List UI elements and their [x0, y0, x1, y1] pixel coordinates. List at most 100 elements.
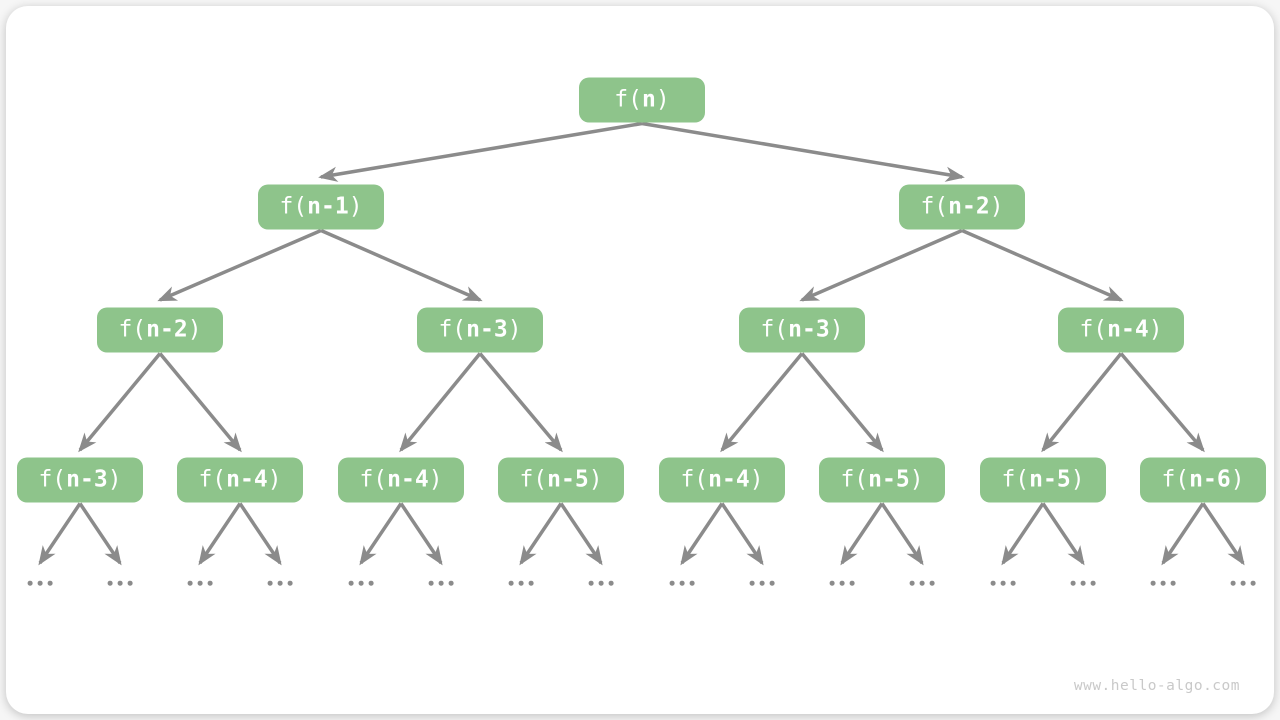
node-label-post: )	[107, 466, 122, 493]
ellipsis-dot-icon	[448, 580, 454, 586]
ellipsis-dots	[1070, 580, 1096, 586]
tree-node: f(n-4)	[177, 457, 303, 503]
node-label-post: )	[829, 316, 844, 343]
node-label-pre: f(	[760, 316, 789, 343]
tree-node: f(n-4)	[659, 457, 785, 503]
edge-arrow	[1041, 352, 1123, 453]
node-label-arg: n-3	[66, 466, 108, 493]
ellipsis-dot-icon	[47, 580, 53, 586]
node-label-post: )	[267, 466, 282, 493]
ellipsis-dot-icon	[127, 580, 133, 586]
node-label-post: )	[428, 466, 443, 493]
ellipsis-dot-icon	[608, 580, 614, 586]
ellipsis-dot-icon	[348, 580, 354, 586]
ellipsis-dot-icon	[117, 580, 123, 586]
ellipsis-dot-icon	[909, 580, 915, 586]
edge-arrow	[198, 502, 242, 566]
node-label-arg: n-5	[547, 466, 589, 493]
node-label-pre: f(	[198, 466, 227, 493]
watermark: www.hello-algo.com	[1073, 678, 1240, 694]
ellipsis-dot-icon	[1230, 580, 1236, 586]
node-label-post: )	[1230, 466, 1245, 493]
node-label-pre: f(	[840, 466, 869, 493]
node-label-pre: f(	[519, 466, 548, 493]
ellipsis-dots	[669, 580, 695, 586]
node-label-pre: f(	[359, 466, 388, 493]
edge-arrow	[318, 121, 643, 182]
ellipsis-dot-icon	[1090, 580, 1096, 586]
ellipsis-dot-icon	[277, 580, 283, 586]
ellipsis-dot-icon	[829, 580, 835, 586]
tree-node: f(n-5)	[498, 457, 624, 503]
tree-node: f(n)	[579, 77, 705, 123]
ellipsis-dot-icon	[107, 580, 113, 586]
node-label-arg: n-3	[466, 316, 508, 343]
tree-node: f(n-4)	[338, 457, 464, 503]
ellipsis-dot-icon	[679, 580, 685, 586]
node-label-arg: n-5	[1029, 466, 1071, 493]
ellipsis-dot-icon	[839, 580, 845, 586]
ellipsis-dots	[267, 580, 293, 586]
ellipsis-dot-icon	[1160, 580, 1166, 586]
tree-node: f(n-2)	[97, 307, 223, 353]
tree-node: f(n-1)	[258, 184, 384, 230]
edge-arrow	[720, 502, 764, 566]
ellipsis-dot-icon	[669, 580, 675, 586]
node-label-post: )	[187, 316, 202, 343]
ellipsis-dot-icon	[1240, 580, 1246, 586]
ellipsis-dot-icon	[1080, 580, 1086, 586]
ellipsis-dot-icon	[528, 580, 534, 586]
edge-arrow	[1119, 352, 1205, 453]
edge-arrow	[1001, 502, 1045, 566]
node-label-arg: n-4	[1107, 316, 1149, 343]
node-label-post: )	[1070, 466, 1085, 493]
edge-arrow	[519, 502, 563, 566]
ellipsis-dots	[428, 580, 454, 586]
node-label-pre: f(	[920, 193, 949, 220]
node-label-post: )	[749, 466, 764, 493]
node-label-post: )	[909, 466, 924, 493]
ellipsis-dots	[990, 580, 1016, 586]
ellipsis-dots	[1230, 580, 1256, 586]
ellipsis-dot-icon	[1150, 580, 1156, 586]
ellipsis-dots	[909, 580, 935, 586]
ellipsis-dot-icon	[1250, 580, 1256, 586]
edge-arrow	[641, 121, 965, 182]
node-label-arg: n	[641, 86, 656, 113]
node-label-arg: n-1	[307, 193, 349, 220]
node-label-arg: n-4	[226, 466, 268, 493]
node-label-arg: n-2	[146, 316, 188, 343]
ellipsis-dot-icon	[187, 580, 193, 586]
edge-arrow	[399, 352, 482, 453]
tree-node: f(n-5)	[980, 457, 1106, 503]
node-label-arg: n-4	[387, 466, 429, 493]
ellipsis-dot-icon	[207, 580, 213, 586]
edge-arrow	[720, 352, 804, 453]
edge-arrow	[157, 228, 322, 302]
tree-node: f(n-3)	[17, 457, 143, 503]
ellipsis-dots	[27, 580, 53, 586]
edge-arrow	[38, 502, 82, 566]
ellipsis-dot-icon	[267, 580, 273, 586]
ellipsis-dot-icon	[508, 580, 514, 586]
node-label-arg: n-2	[948, 193, 990, 220]
ellipsis-dots	[187, 580, 213, 586]
ellipsis-dot-icon	[990, 580, 996, 586]
node-label-pre: f(	[438, 316, 467, 343]
node-label-arg: n-6	[1189, 466, 1231, 493]
ellipsis-dot-icon	[197, 580, 203, 586]
edge-arrow	[78, 502, 122, 566]
edge-arrow	[359, 502, 403, 566]
node-label-arg: n-3	[788, 316, 830, 343]
edge-arrow	[961, 228, 1124, 302]
edge-arrow	[799, 228, 963, 302]
tree-node: f(n-3)	[417, 307, 543, 353]
node-label-pre: f(	[1161, 466, 1190, 493]
node-label-pre: f(	[680, 466, 709, 493]
node-label-pre: f(	[38, 466, 67, 493]
edge-arrow	[1201, 502, 1245, 566]
node-label-post: )	[655, 86, 670, 113]
edge-arrow	[840, 502, 884, 566]
